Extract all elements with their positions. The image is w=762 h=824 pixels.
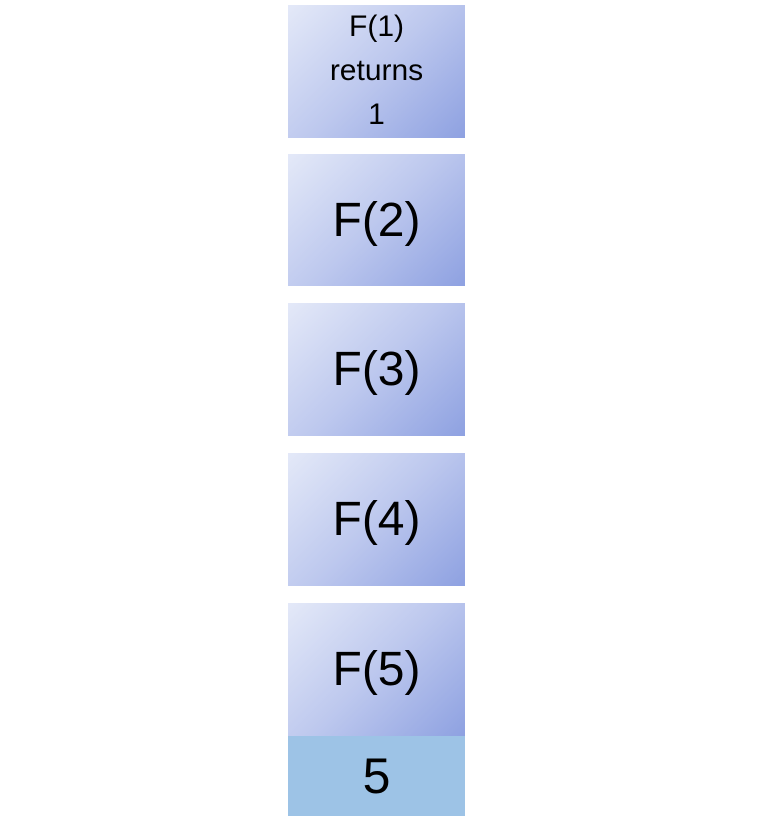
- stack-frame-f4-label: F(4): [332, 493, 421, 546]
- stack-frame-f5-label: F(5): [332, 643, 421, 696]
- stack-frame-f3-label: F(3): [332, 343, 421, 396]
- stack-frame-f5: F(5): [288, 603, 465, 736]
- result-box: 5: [288, 736, 465, 816]
- stack-frame-f4: F(4): [288, 453, 465, 586]
- stack-frame-f1-label: F(1) returns 1: [330, 5, 423, 137]
- stack-frame-f2-label: F(2): [332, 193, 421, 247]
- frame-f1-line-2: returns: [329, 54, 424, 87]
- frame-f1-line-3: 1: [368, 98, 385, 131]
- frame-f1-line-1: F(1): [349, 10, 404, 43]
- stack-frame-f1: F(1) returns 1: [288, 5, 465, 138]
- stack-frame-f2: F(2): [288, 154, 465, 286]
- result-value: 5: [362, 748, 391, 804]
- stack-frame-f3: F(3): [288, 303, 465, 436]
